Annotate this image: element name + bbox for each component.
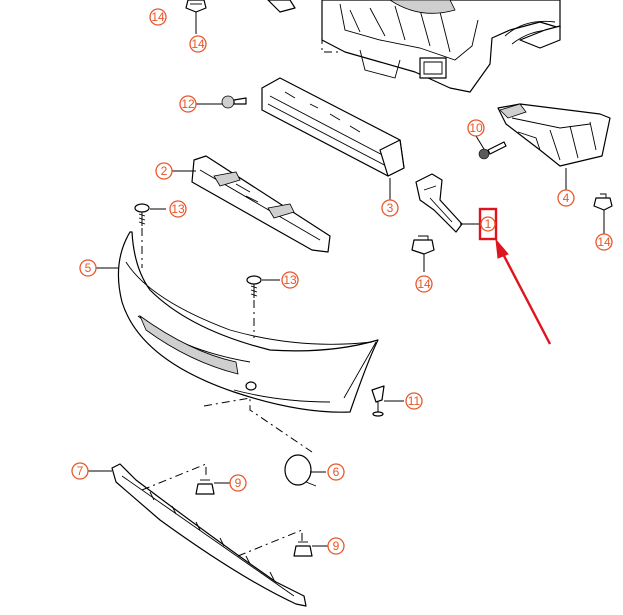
callout-label: 14 (417, 277, 431, 291)
screw-13-b (246, 275, 262, 298)
callout-label: 3 (387, 201, 394, 215)
callout-label: 13 (283, 273, 297, 287)
callout-7: 7 (71, 462, 89, 480)
callout-label: 2 (161, 164, 168, 178)
callout-label: 1 (485, 217, 492, 231)
callout-label: 14 (151, 10, 165, 24)
callout-3: 3 (381, 199, 399, 217)
callout-14-top: 14 (149, 8, 167, 26)
callout-14-right: 14 (595, 233, 613, 251)
callout-9-b: 9 (327, 537, 345, 555)
clip-nut-mid (411, 235, 435, 255)
highlight-arrow (495, 238, 552, 345)
lower-spoiler (111, 463, 307, 607)
callout-10: 10 (467, 119, 485, 137)
callout-label: 10 (469, 121, 483, 135)
clip-9-b (293, 541, 313, 557)
bolt-11 (371, 385, 385, 417)
bumper-reinforcement-bar (261, 77, 405, 177)
callout-13-a: 13 (169, 200, 187, 218)
clip-nut-right (593, 193, 613, 211)
callout-label: 13 (171, 202, 185, 216)
callout-2: 2 (155, 162, 173, 180)
screw-10 (478, 141, 507, 160)
callout-14-topb: 14 (189, 35, 207, 53)
callout-5: 5 (79, 259, 97, 277)
callout-6: 6 (327, 463, 345, 481)
callout-label: 6 (333, 465, 340, 479)
screw-12 (221, 95, 247, 109)
screw-13-a (134, 203, 150, 226)
clip-nut-top-left (185, 0, 207, 13)
callout-label: 14 (597, 235, 611, 249)
energy-absorber (191, 155, 331, 253)
callout-label: 4 (563, 191, 570, 205)
side-guide-bracket (415, 173, 463, 233)
callout-label: 5 (85, 261, 92, 275)
callout-label: 12 (181, 97, 195, 111)
callout-label: 11 (408, 394, 421, 408)
bumper-cover (117, 231, 379, 413)
callout-14-mid: 14 (415, 275, 433, 293)
clip-9-a (195, 479, 215, 495)
callout-label: 9 (235, 476, 242, 490)
callout-1-highlighted: 1 (478, 207, 498, 241)
callout-4: 4 (557, 189, 575, 207)
callout-label: 14 (191, 37, 205, 51)
callout-9-a: 9 (229, 474, 247, 492)
callout-11: 11 (405, 392, 423, 410)
body-front-structure (267, 0, 561, 93)
callout-13-b: 13 (281, 271, 299, 289)
callout-12: 12 (179, 95, 197, 113)
bumper-guide-bracket (497, 103, 611, 167)
callout-label: 9 (333, 539, 340, 553)
callout-label: 7 (77, 464, 84, 478)
tow-hook-cover (284, 454, 317, 487)
